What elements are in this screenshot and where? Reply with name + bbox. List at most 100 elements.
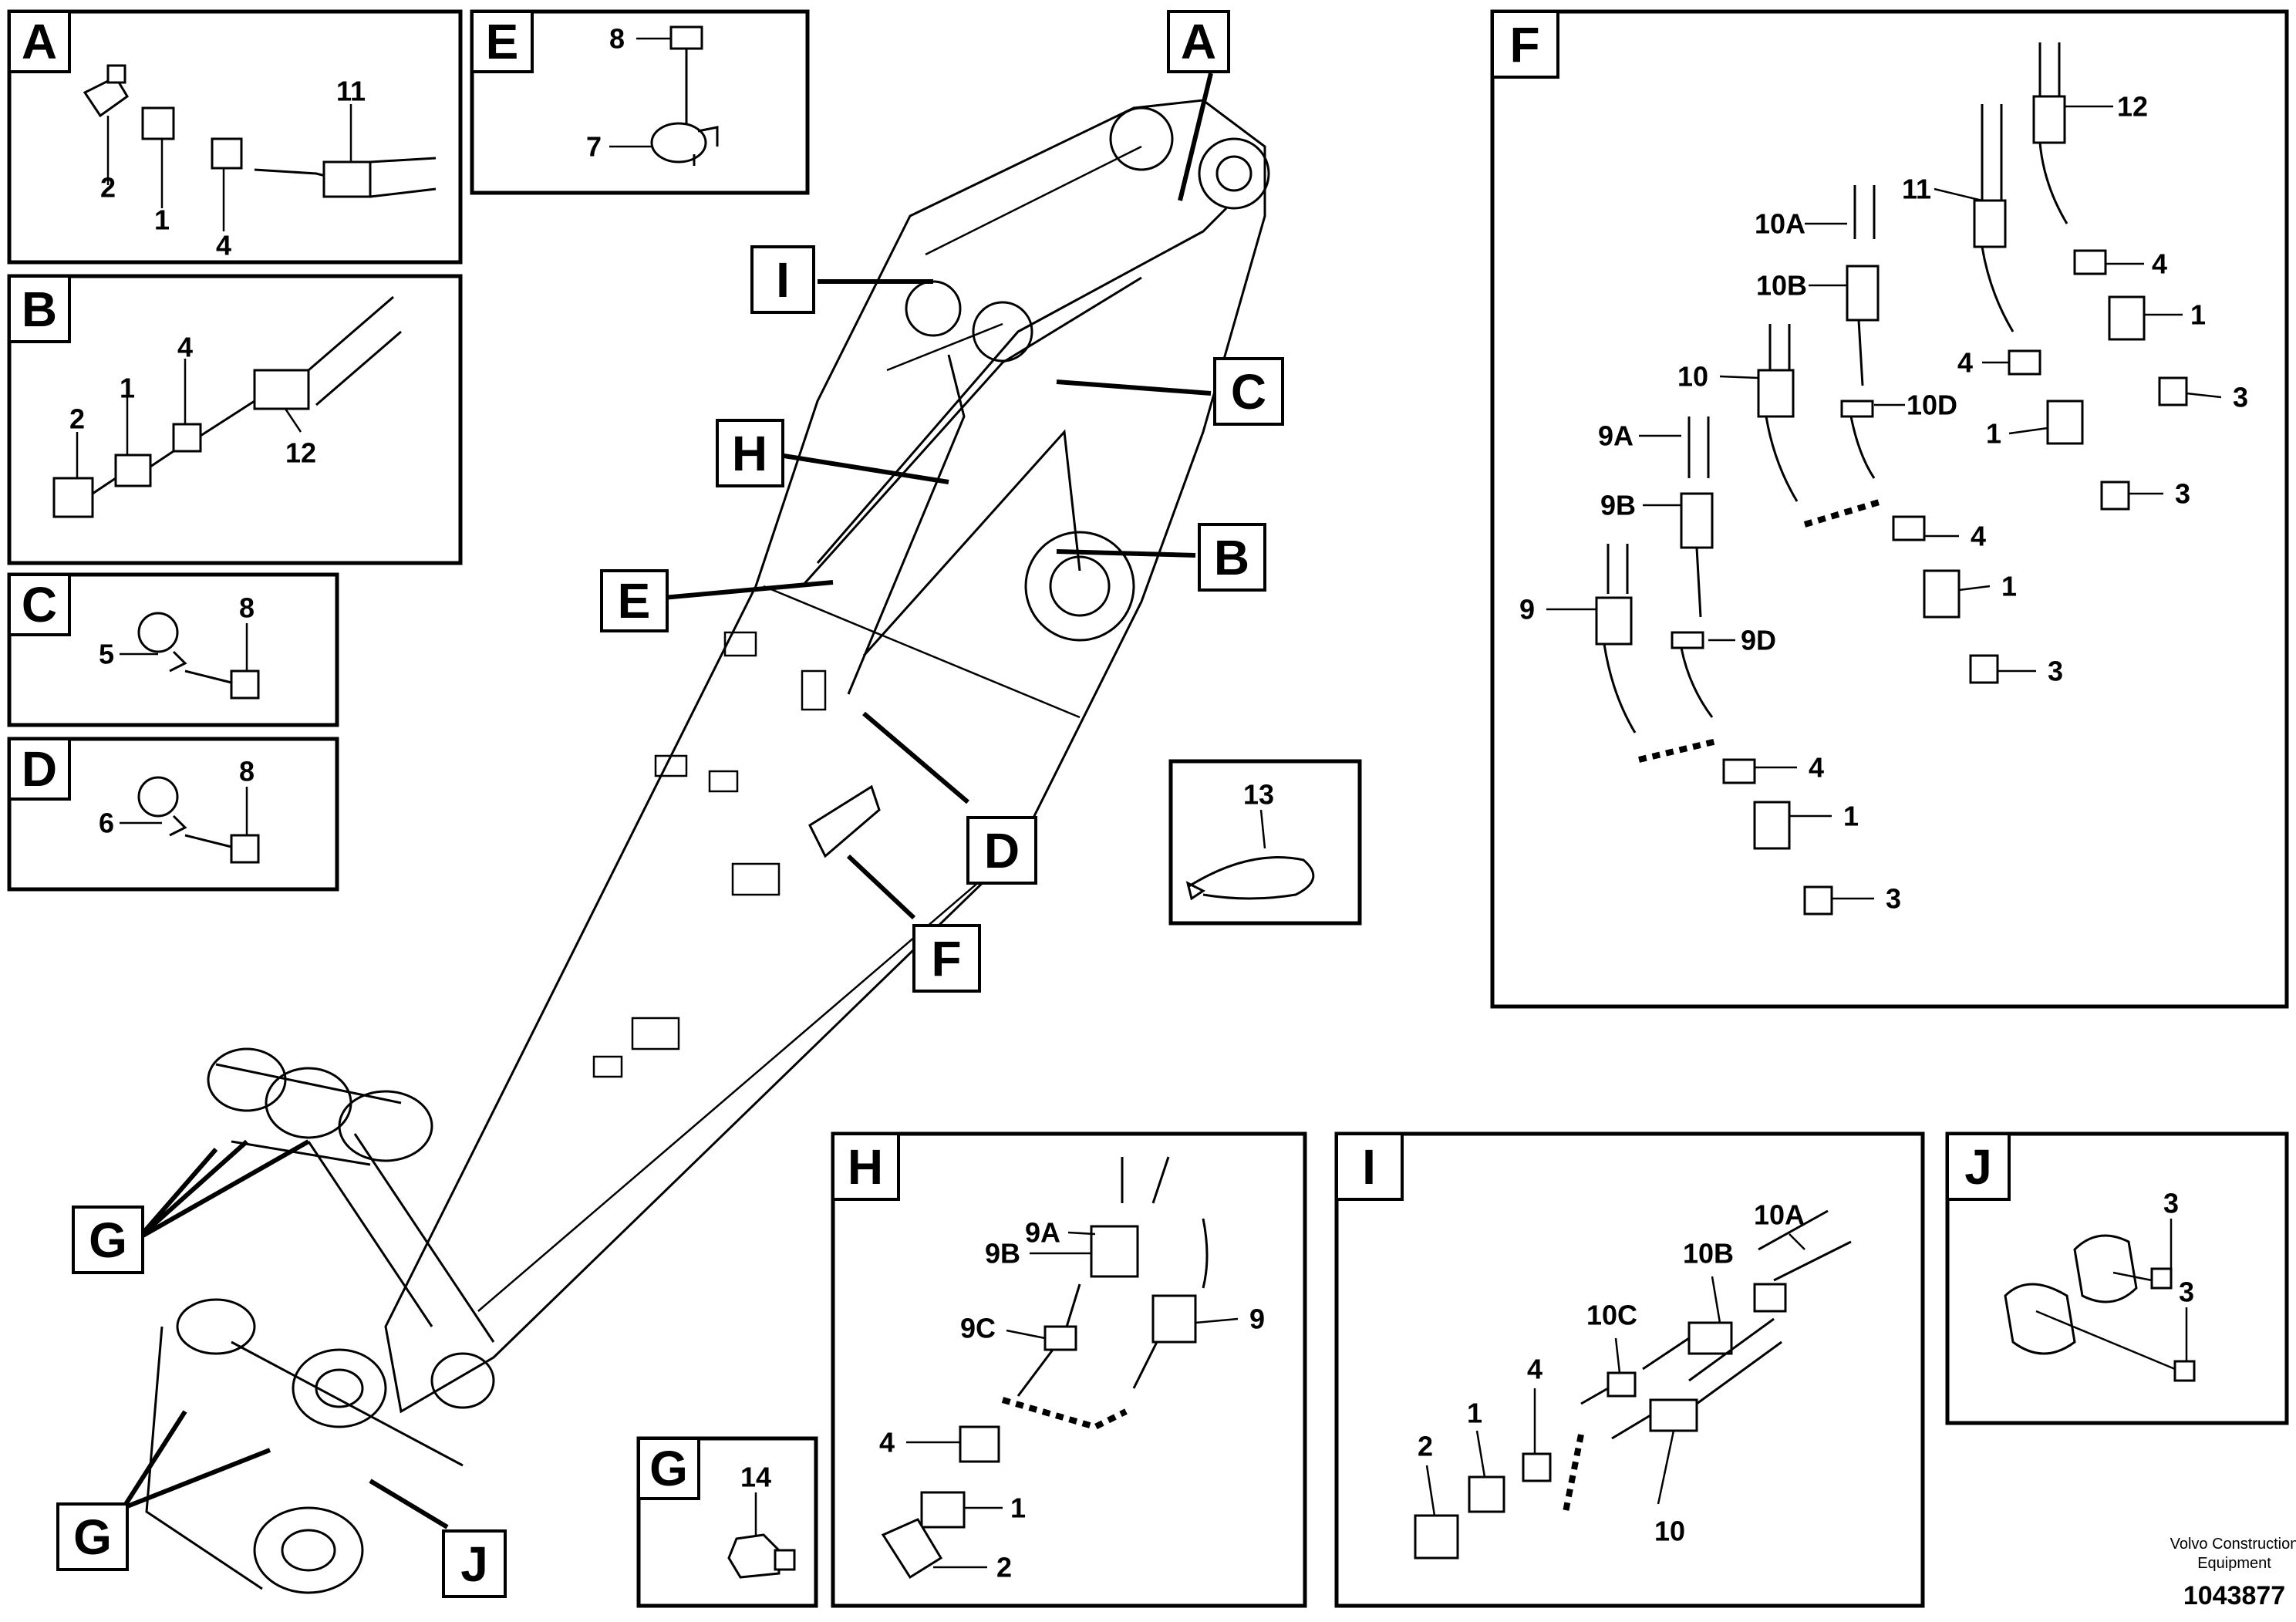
svg-text:H: H xyxy=(848,1139,883,1195)
svg-text:2: 2 xyxy=(69,403,85,435)
svg-text:1: 1 xyxy=(1843,801,1859,832)
detail-i: I 10A 10B 10C 10 4 1 2 xyxy=(1334,1131,1925,1608)
svg-text:G: G xyxy=(89,1212,127,1268)
svg-text:2: 2 xyxy=(100,172,116,204)
svg-text:4: 4 xyxy=(216,230,231,261)
svg-text:4: 4 xyxy=(177,332,193,363)
main-callout-g-upper: G xyxy=(72,1206,144,1274)
main-callout-i: I xyxy=(750,245,815,314)
svg-text:D: D xyxy=(22,741,57,797)
main-callout-c: C xyxy=(1213,357,1284,426)
boom-illustration xyxy=(145,99,1270,1594)
svg-text:12: 12 xyxy=(2117,91,2148,123)
detail-c: C 5 8 xyxy=(7,572,339,727)
svg-text:9A: 9A xyxy=(1025,1217,1060,1249)
svg-text:F: F xyxy=(931,931,961,986)
svg-text:11: 11 xyxy=(336,76,366,107)
svg-text:10A: 10A xyxy=(1755,208,1805,240)
svg-text:9D: 9D xyxy=(1741,625,1776,656)
svg-text:10: 10 xyxy=(1677,361,1708,393)
detail-e: E 8 7 xyxy=(470,9,810,195)
svg-text:8: 8 xyxy=(609,23,625,55)
svg-text:8: 8 xyxy=(239,756,255,787)
svg-text:A: A xyxy=(22,14,57,69)
svg-text:G: G xyxy=(649,1441,688,1496)
main-callout-g-lower: G xyxy=(56,1502,129,1571)
svg-text:1: 1 xyxy=(2190,299,2206,331)
svg-text:3: 3 xyxy=(2175,478,2190,510)
svg-text:11: 11 xyxy=(1902,174,1931,205)
svg-text:7: 7 xyxy=(586,131,602,163)
svg-text:10A: 10A xyxy=(1754,1199,1805,1231)
svg-text:9: 9 xyxy=(1519,594,1535,626)
svg-text:1: 1 xyxy=(1467,1398,1482,1429)
svg-text:D: D xyxy=(984,823,1020,878)
detail-d: D 6 8 xyxy=(7,737,339,892)
svg-text:Volvo Construction: Volvo Construction xyxy=(2170,1536,2296,1553)
svg-text:12: 12 xyxy=(285,437,316,469)
svg-text:9B: 9B xyxy=(985,1238,1020,1270)
svg-text:B: B xyxy=(22,282,57,337)
svg-text:13: 13 xyxy=(1243,779,1274,811)
svg-text:J: J xyxy=(460,1536,488,1592)
svg-text:10B: 10B xyxy=(1683,1238,1734,1270)
svg-text:4: 4 xyxy=(1971,521,1986,552)
svg-text:A: A xyxy=(1181,14,1216,69)
svg-text:I: I xyxy=(776,252,790,308)
main-callout-j: J xyxy=(442,1529,507,1598)
footer: Volvo Construction Equipment 1043877 xyxy=(2170,1536,2296,1610)
svg-text:3: 3 xyxy=(1886,883,1901,915)
svg-text:3: 3 xyxy=(2179,1276,2194,1308)
svg-text:4: 4 xyxy=(1809,752,1824,784)
svg-text:B: B xyxy=(1214,530,1249,585)
svg-text:G: G xyxy=(73,1509,112,1565)
svg-text:10: 10 xyxy=(1654,1516,1685,1547)
svg-text:5: 5 xyxy=(99,639,114,670)
main-callout-a: A xyxy=(1167,10,1230,73)
svg-text:3: 3 xyxy=(2163,1188,2179,1219)
svg-text:E: E xyxy=(618,573,651,629)
svg-text:1: 1 xyxy=(2001,571,2017,602)
svg-text:4: 4 xyxy=(879,1427,895,1458)
main-leaders xyxy=(121,73,1213,1529)
svg-text:C: C xyxy=(1231,364,1266,420)
linkage xyxy=(145,1047,495,1594)
svg-text:I: I xyxy=(1362,1139,1376,1195)
detail-f: F 12 4 1 3 11 4 1 3 xyxy=(1490,9,2289,1009)
detail-a: A 2 1 4 11 xyxy=(7,9,463,265)
svg-text:3: 3 xyxy=(2048,656,2063,687)
svg-text:C: C xyxy=(22,577,57,632)
svg-text:1: 1 xyxy=(120,373,135,404)
main-callout-e: E xyxy=(600,569,669,632)
detail-g: G 14 xyxy=(636,1436,818,1608)
svg-text:9: 9 xyxy=(1249,1303,1265,1335)
main-callout-f: F xyxy=(912,924,981,993)
svg-text:2: 2 xyxy=(996,1552,1012,1583)
svg-text:10D: 10D xyxy=(1907,389,1957,421)
svg-text:9A: 9A xyxy=(1598,420,1633,452)
svg-text:4: 4 xyxy=(1527,1354,1542,1385)
svg-text:4: 4 xyxy=(2152,248,2167,280)
svg-text:1: 1 xyxy=(1986,418,2001,450)
detail-13: 13 xyxy=(1168,759,1362,926)
main-callout-h: H xyxy=(716,419,784,487)
svg-text:9C: 9C xyxy=(960,1313,996,1344)
svg-text:2: 2 xyxy=(1418,1431,1433,1462)
detail-b: B 2 1 4 12 xyxy=(7,274,463,565)
svg-text:E: E xyxy=(486,14,519,69)
svg-text:10B: 10B xyxy=(1756,270,1807,302)
main-callout-d: D xyxy=(966,816,1037,885)
detail-h: H 9A 9B 9C 9 4 1 2 xyxy=(831,1131,1307,1608)
detail-j: J 3 3 xyxy=(1945,1131,2289,1425)
svg-text:Equipment: Equipment xyxy=(2197,1555,2271,1572)
svg-text:10C: 10C xyxy=(1586,1300,1637,1331)
svg-text:8: 8 xyxy=(239,592,255,624)
svg-text:F: F xyxy=(1509,17,1539,73)
svg-text:1: 1 xyxy=(154,204,170,236)
svg-text:H: H xyxy=(732,426,767,481)
svg-text:1043877: 1043877 xyxy=(2183,1581,2285,1610)
svg-text:9B: 9B xyxy=(1600,490,1636,521)
svg-text:1: 1 xyxy=(1010,1492,1026,1524)
svg-text:3: 3 xyxy=(2233,382,2248,413)
